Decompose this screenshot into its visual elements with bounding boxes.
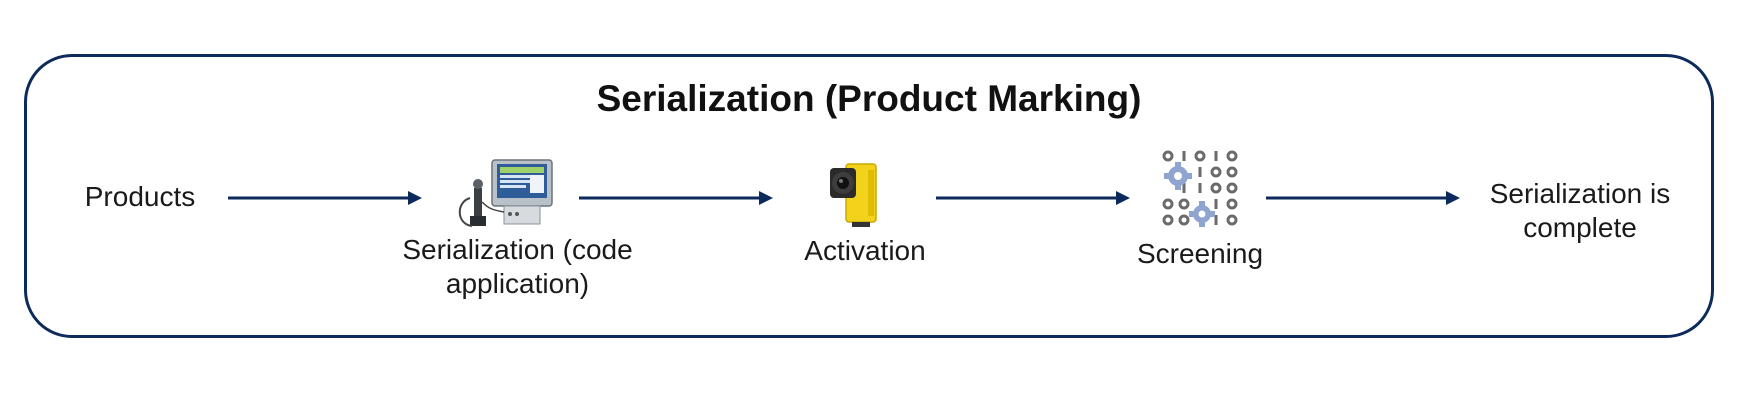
edge-arrow-1: [228, 191, 422, 205]
process-frame: [24, 54, 1714, 338]
diagram-title: Serialization (Product Marking): [596, 78, 1142, 119]
printer-terminal-icon: [458, 159, 553, 227]
node-serialization-label: Serialization (code application): [402, 234, 633, 299]
edge-arrow-2: [579, 191, 773, 205]
node-activation-label: Activation: [804, 235, 926, 266]
edge-arrow-4: [1266, 191, 1460, 205]
edge-arrow-3: [936, 191, 1130, 205]
binary-gears-icon: [1162, 150, 1238, 227]
camera-icon: [830, 163, 877, 227]
node-products-label: Products: [84, 181, 196, 212]
node-complete-label: Serialization is complete: [1489, 178, 1671, 243]
node-screening-label: Screening: [1136, 238, 1264, 269]
